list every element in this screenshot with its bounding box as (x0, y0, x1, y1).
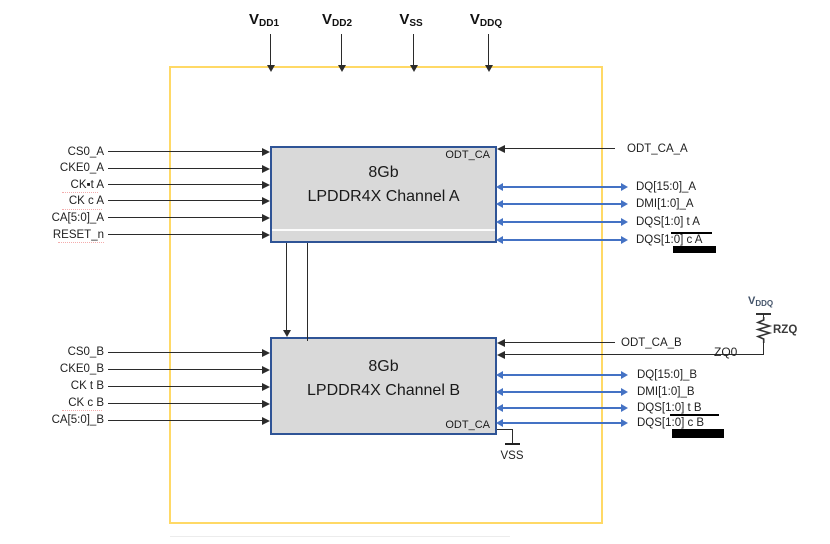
wire-odt-ca-a (497, 143, 615, 155)
power-rail-vdd2-base: V (321, 11, 332, 28)
bus-dqs-t-b (496, 404, 628, 411)
signal-ca-b: CA[5:0]_B (51, 414, 104, 426)
bus-dmi-a (496, 200, 628, 207)
channel-b-block: 8Gb LPDDR4X Channel B ODT_CA (270, 337, 497, 435)
signal-dqs-t-b: DQS[1:0] t B (637, 402, 702, 414)
signal-odt-ca-a: ODT_CA_A (627, 143, 688, 155)
power-arrow-vdd2 (336, 34, 348, 72)
signal-dqs-c-a: DQS[1:0] c A (636, 234, 703, 246)
channel-a-divider (272, 229, 495, 231)
signal-ck-c-a: CK c A (68, 195, 104, 207)
channel-a-size: 8Gb (368, 164, 399, 181)
signal-ck-c-b: CK c B (68, 397, 104, 409)
signal-dmi-b: DMI[1:0]_B (637, 386, 695, 398)
wire-cs0-a (108, 146, 270, 158)
power-rail-vss: VSS (387, 10, 435, 34)
zq-rail-base: V (748, 295, 756, 307)
power-rail-vdd1-sub: DD1 (259, 18, 280, 29)
bus-dqs-t-a (496, 218, 628, 225)
bus-dqs-c-a (496, 236, 628, 243)
wire-zq0 (497, 349, 764, 361)
spellcheck-artifact (62, 192, 98, 193)
rzq-top-wire (763, 314, 765, 319)
zq-rail-label: VDDQ (748, 295, 773, 310)
signal-ck-t-a: CK▪t A (70, 179, 104, 191)
power-arrow-vss (408, 34, 420, 72)
wire-odt-ca-b (497, 337, 615, 349)
power-rail-vddq-sub: DDQ (479, 18, 503, 29)
underline-mark-dqs-t-b (670, 414, 719, 416)
bus-dmi-b (496, 388, 628, 395)
signal-reset-n: RESET_n (52, 229, 104, 241)
power-rail-vdd1: VDD1 (240, 10, 288, 34)
redaction-mark-dqs-c-b (672, 429, 724, 438)
signal-cke0-b: CKE0_B (59, 363, 104, 375)
inter-channel-arrow (281, 243, 293, 337)
gnd-label: VSS (500, 450, 524, 462)
spellcheck-artifact (62, 209, 102, 210)
power-rail-vdd1-base: V (248, 11, 259, 28)
power-rail-vdd2-sub: DD2 (332, 18, 353, 29)
wire-cke0-a (108, 163, 270, 175)
channel-a-block: 8Gb LPDDR4X Channel A ODT_CA (270, 146, 497, 243)
zq-rail-sub: DDQ (755, 299, 774, 308)
signal-odt-ca-b: ODT_CA_B (621, 337, 682, 349)
signal-cs0-a: CS0_A (67, 146, 104, 158)
channel-a-odt-pad: ODT_CA (445, 149, 490, 161)
package-boundary (169, 66, 603, 524)
bus-dq-b (496, 371, 628, 378)
power-rail-vss-sub: SS (409, 18, 423, 29)
wire-ck-t-a (108, 179, 270, 191)
wire-ca-a (108, 212, 270, 224)
signal-dmi-a: DMI[1:0]_A (636, 198, 694, 210)
resistor-symbol (755, 317, 773, 343)
wire-ck-c-a (108, 195, 270, 207)
power-rail-vddq: VDDQ (462, 10, 510, 34)
power-rail-vddq-base: V (469, 11, 480, 28)
redaction-mark-dqs-c-a (673, 246, 716, 253)
signal-dq-b: DQ[15:0]_B (637, 369, 698, 381)
signal-ck-t-b: CK t B (70, 380, 104, 392)
power-arrow-vddq (483, 34, 495, 72)
spellcheck-artifact (62, 410, 102, 411)
channel-b-odt-pad: ODT_CA (445, 419, 490, 431)
signal-cs0-b: CS0_B (67, 346, 104, 358)
channel-a-name: LPDDR4X Channel A (307, 188, 460, 205)
power-arrow-vdd1 (265, 34, 277, 72)
gnd-v-wire (512, 429, 514, 444)
channel-b-size: 8Gb (368, 358, 399, 375)
channel-b-name: LPDDR4X Channel B (307, 382, 460, 399)
wire-ck-t-b (108, 381, 270, 393)
resistor-label: RZQ (773, 324, 798, 336)
wire-ck-c-b (108, 398, 270, 410)
signal-dqs-c-b: DQS[1:0] c B (637, 417, 705, 429)
signal-dq-a: DQ[15:0]_A (636, 181, 697, 193)
signal-cke0-a: CKE0_A (59, 162, 104, 174)
gnd-h-wire (497, 429, 513, 431)
rzq-bottom-wire (763, 342, 765, 355)
power-rail-vdd2: VDD2 (313, 10, 361, 34)
bus-dqs-c-b (496, 419, 628, 426)
wire-reset-n (108, 229, 270, 241)
wire-cs0-b (108, 347, 270, 359)
spellcheck-artifact (58, 242, 104, 243)
signal-dqs-t-a: DQS[1:0] t A (636, 216, 700, 228)
gnd-bar (505, 443, 520, 445)
underline-mark-dqs-t-a (671, 232, 712, 234)
inter-channel-line (307, 243, 309, 341)
wire-ca-b (108, 415, 270, 427)
power-rail-vss-base: V (399, 11, 410, 28)
page-artifact-line (170, 536, 510, 537)
wire-cke0-b (108, 364, 270, 376)
bus-dq-a (496, 183, 628, 190)
signal-ca-a: CA[5:0]_A (51, 212, 104, 224)
signal-zq0: ZQ0 (714, 345, 738, 359)
